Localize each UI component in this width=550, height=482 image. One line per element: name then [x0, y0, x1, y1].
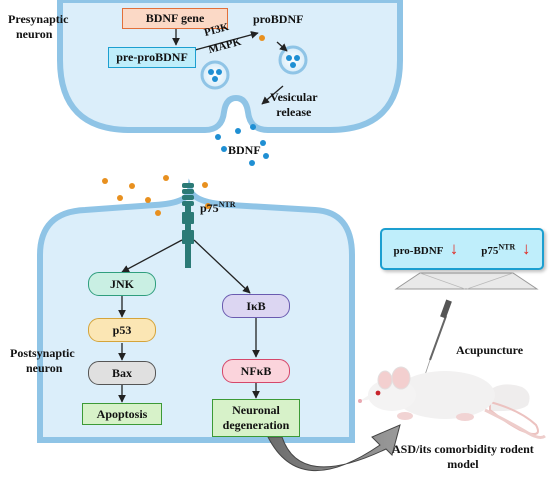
- rat-icon: [358, 366, 546, 439]
- p53-node: p53: [88, 318, 156, 342]
- probdnf-dots: [102, 175, 211, 216]
- nfkb-node: NFκB: [222, 359, 290, 383]
- pre-probdnf-box: pre-proBDNF: [108, 47, 196, 68]
- bdnf-dots: [215, 124, 269, 166]
- postsynaptic-label: Postsynaptic neuron: [10, 346, 75, 375]
- bdnf-gene-box: BDNF gene: [122, 8, 228, 29]
- bdnf-label: BDNF: [228, 143, 261, 157]
- probdnf-label: proBDNF: [253, 12, 304, 26]
- triangle-base: [394, 272, 539, 290]
- probdnf-dot: [259, 35, 265, 41]
- curved-arrow-icon: [267, 424, 401, 472]
- acupuncture-label: Acupuncture: [456, 343, 524, 357]
- vesicular-release-label: Vesicular release: [270, 90, 318, 119]
- vesicle-icon: [200, 60, 230, 90]
- apoptosis-box: Apoptosis: [82, 403, 162, 425]
- bax-node: Bax: [88, 361, 156, 385]
- panel-p75ntr: p75NTR ↓: [481, 239, 531, 258]
- presynaptic-membrane: [57, 0, 403, 133]
- panel-probdnf: pro-BDNF ↓: [393, 239, 459, 258]
- effect-panel: pro-BDNF ↓ p75NTR ↓: [380, 228, 544, 270]
- presynaptic-label: Presynaptic neuron: [8, 12, 69, 41]
- ikb-node: IκB: [222, 294, 290, 318]
- neuronal-degeneration-box: Neuronal degeneration: [212, 399, 300, 437]
- jnk-node: JNK: [88, 272, 156, 296]
- decrease-arrow-icon: ↓: [449, 239, 459, 258]
- model-label: ASD/its comorbidity rodent model: [392, 442, 534, 471]
- vesicle-icon: [278, 45, 308, 75]
- p75ntr-label: p75NTR: [200, 200, 236, 215]
- decrease-arrow-icon: ↓: [521, 239, 531, 258]
- receptor-icon: [182, 183, 194, 268]
